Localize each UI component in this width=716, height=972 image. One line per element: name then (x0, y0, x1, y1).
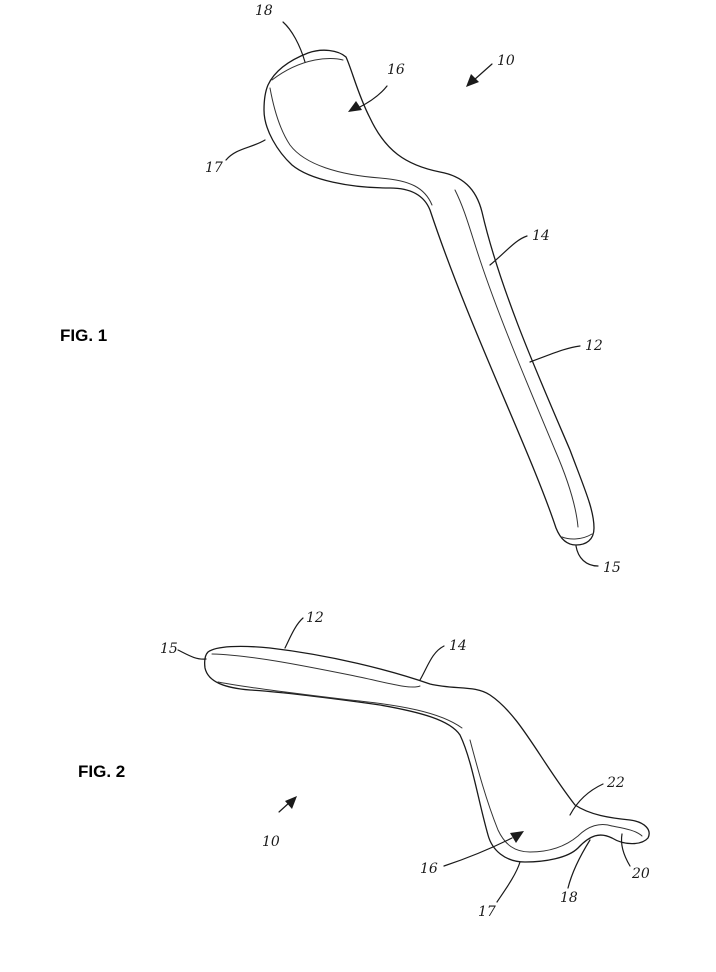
fig1-ref-16: 16 (387, 62, 405, 78)
fig1-leader-18 (282, 21, 306, 63)
fig2-title: FIG. 2 (78, 762, 125, 781)
fig2-ref-22: 22 (606, 775, 625, 791)
fig1-drawing: FIG. 1 18 16 10 17 14 (60, 3, 621, 576)
fig2-scoop-wall (469, 739, 613, 853)
fig2-handle-ridge (211, 653, 421, 688)
fig2-leader-16 (443, 837, 513, 867)
fig1-leader-12 (529, 345, 581, 363)
fig2-arrowhead-16 (510, 831, 524, 843)
fig2-drawing: FIG. 2 15 12 14 22 10 16 (78, 610, 650, 920)
fig1-ref-12: 12 (585, 338, 603, 354)
fig2-leader-14 (419, 645, 445, 681)
fig1-arrowhead-10 (466, 74, 479, 87)
fig2-leader-20 (620, 833, 631, 867)
fig2-ref-17: 17 (478, 904, 496, 920)
fig1-ref-10: 10 (497, 53, 515, 69)
fig2-arrowhead-10 (285, 796, 297, 809)
fig1-device (263, 49, 595, 546)
fig2-leader-12 (284, 617, 304, 649)
fig2-leader-18 (567, 839, 591, 889)
fig2-leader-17 (496, 861, 521, 903)
fig1-callouts: 18 16 10 17 14 12 15 (205, 3, 621, 576)
fig1-leader-15 (575, 545, 599, 567)
fig1-handle-ridge (454, 189, 579, 528)
fig1-tip-line (561, 533, 593, 540)
fig2-device-outline (203, 645, 650, 863)
fig2-ref-20: 20 (631, 866, 650, 882)
fig1-ref-14: 14 (532, 228, 550, 244)
fig2-ref-16: 16 (420, 861, 438, 877)
fig2-ref-15: 15 (160, 641, 178, 657)
fig2-leader-15 (177, 649, 207, 660)
fig2-ref-14: 14 (449, 638, 467, 654)
fig1-ref-17: 17 (205, 160, 223, 176)
fig1-title: FIG. 1 (60, 326, 107, 345)
fig2-lower-edge (217, 681, 463, 729)
fig2-leader-22 (569, 783, 604, 816)
fig2-ref-10: 10 (262, 834, 280, 850)
fig2-callouts: 15 12 14 22 10 16 17 18 20 (160, 610, 650, 920)
fig1-side-wall-line (269, 87, 433, 206)
fig1-ref-18: 18 (255, 3, 273, 19)
fig1-leader-17 (225, 139, 266, 161)
fig1-leader-14 (489, 235, 528, 266)
fig1-leader-16 (357, 85, 388, 109)
fig1-arrowhead-16 (348, 101, 362, 112)
fig1-leader-10 (473, 63, 493, 81)
fig2-ref-18: 18 (560, 890, 578, 906)
fig2-rim-end (611, 825, 643, 837)
fig1-device-outline (263, 49, 595, 546)
fig2-ref-12: 12 (306, 610, 324, 626)
fig2-device (203, 645, 650, 863)
fig1-rim-line (271, 58, 344, 81)
fig1-ref-15: 15 (603, 560, 621, 576)
